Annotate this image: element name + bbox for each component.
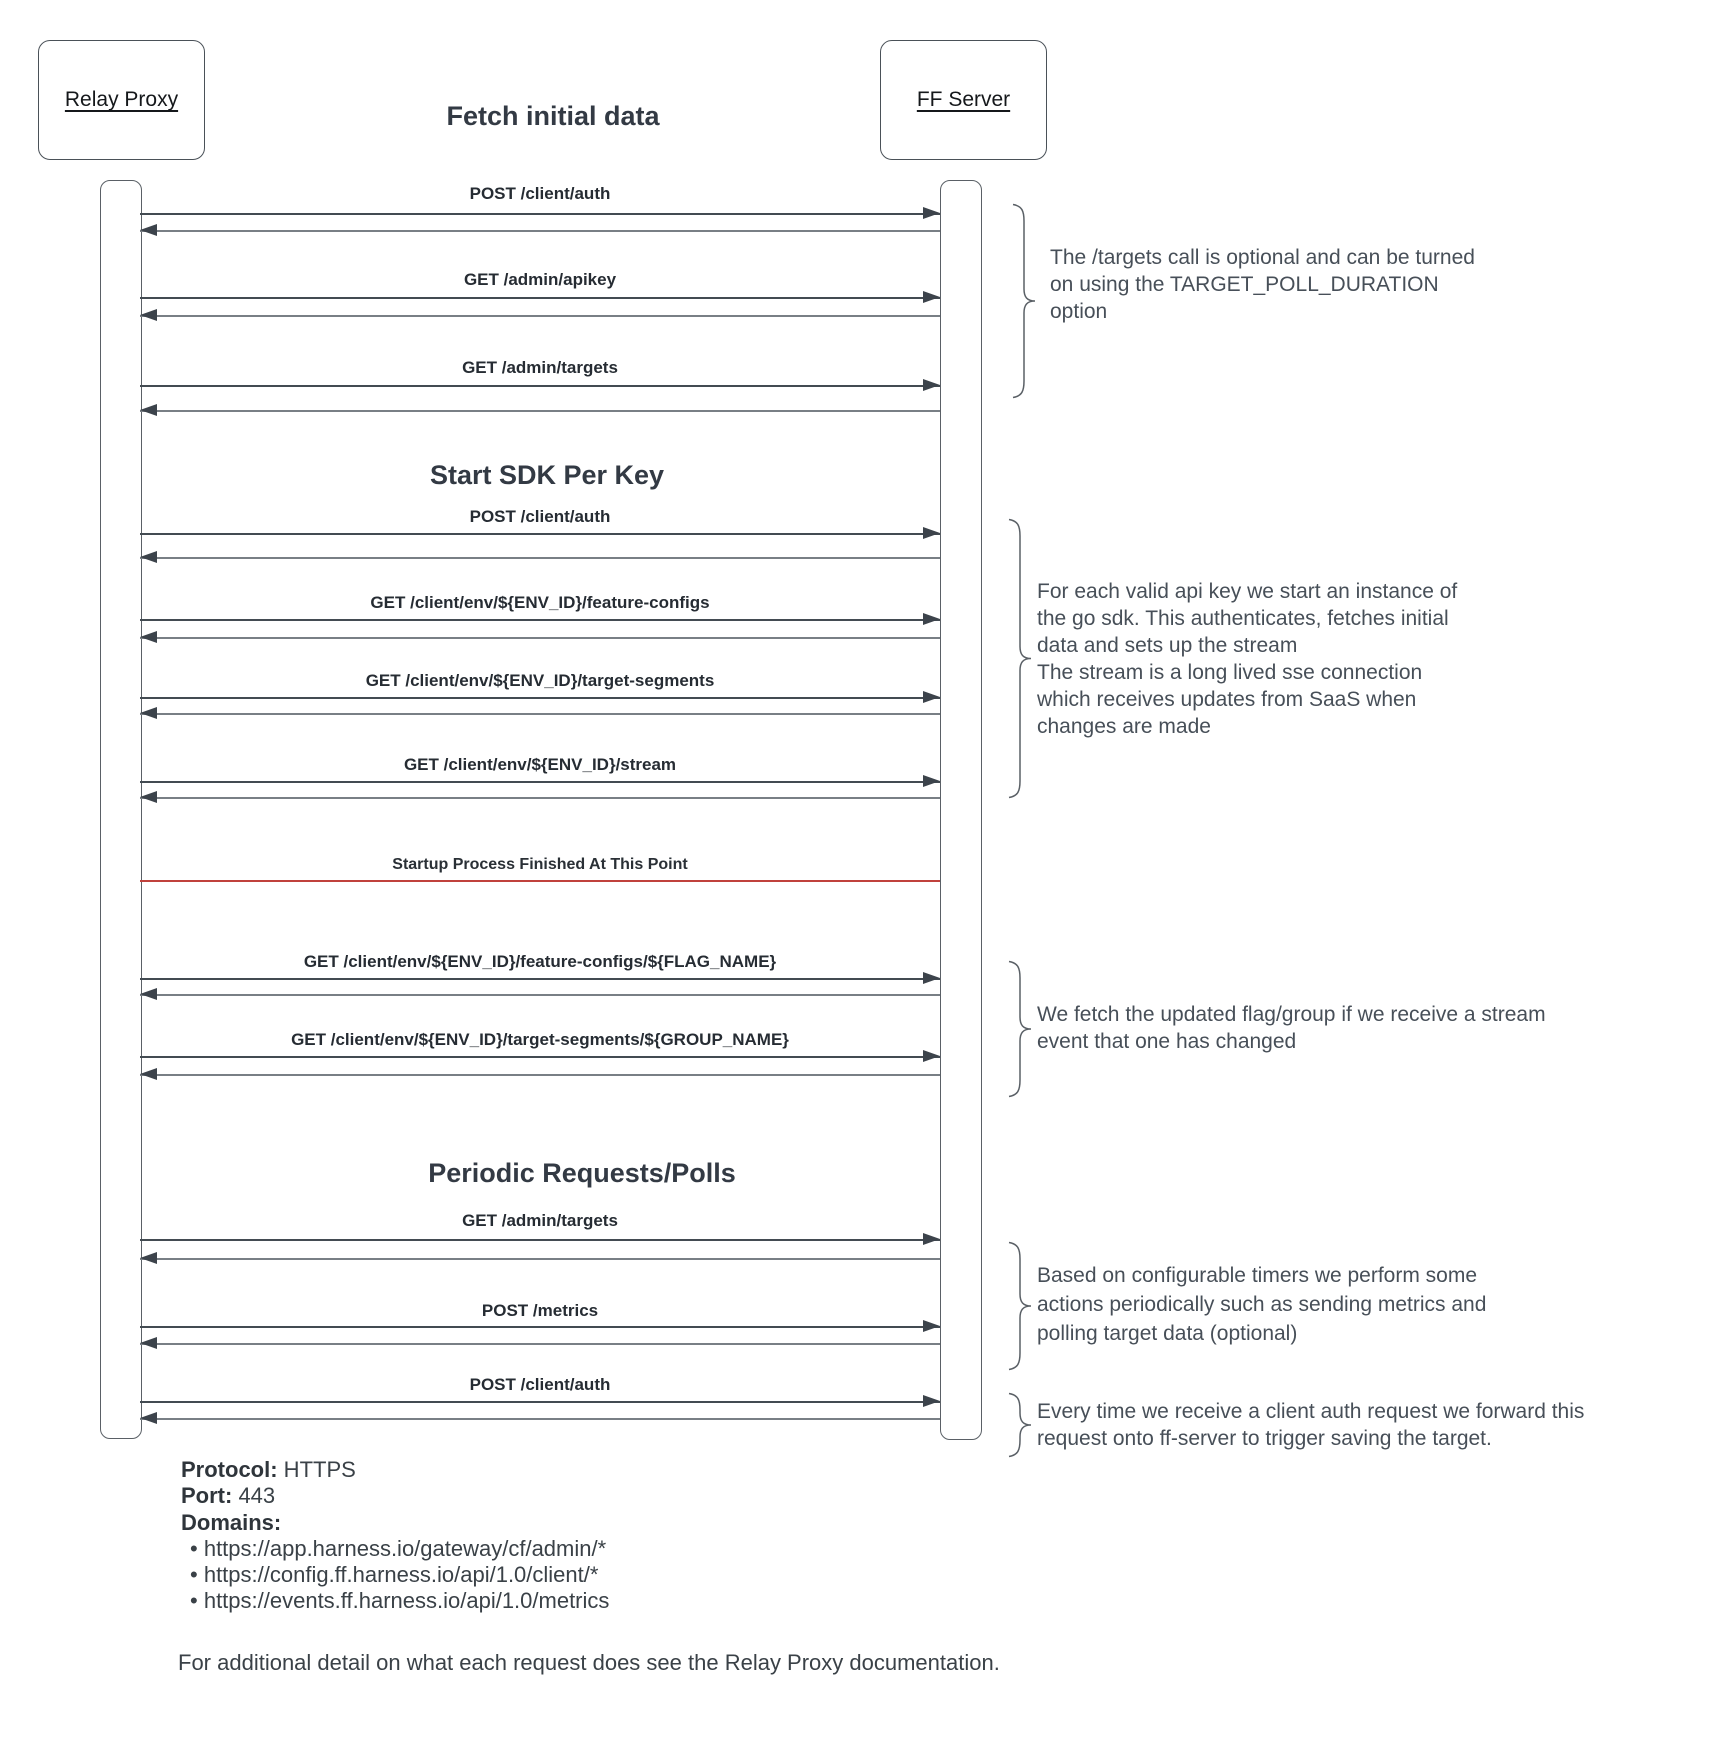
- message-label: GET /client/env/${ENV_ID}/feature-config…: [370, 593, 710, 612]
- section-title-fetch-initial-data: Fetch initial data: [446, 101, 660, 131]
- response-arrow: [140, 791, 940, 803]
- connection-info: Protocol: HTTPS Port: 443 Domains: https…: [181, 1457, 609, 1615]
- request-arrow: [140, 973, 940, 983]
- response-arrow: [140, 404, 940, 416]
- request-arrow: [140, 1051, 940, 1061]
- message-label: POST /metrics: [481, 1301, 599, 1320]
- annotation-targets-optional: The /targets call is optional and can be…: [1050, 246, 1475, 323]
- domain-item: https://config.ff.harness.io/api/1.0/cli…: [181, 1562, 609, 1588]
- annotation-configurable-timers: Based on configurable timers we perform …: [1037, 1264, 1487, 1345]
- response-arrow: [140, 707, 940, 719]
- request-arrow: [140, 1396, 940, 1406]
- response-arrow: [140, 224, 940, 236]
- port-value: 443: [232, 1483, 276, 1509]
- domain-item: https://app.harness.io/gateway/cf/admin/…: [181, 1536, 609, 1562]
- message-label: GET /admin/apikey: [463, 270, 617, 289]
- request-arrow: [140, 380, 940, 390]
- protocol-label: Protocol:: [181, 1457, 278, 1482]
- message-label: GET /client/env/${ENV_ID}/stream: [403, 755, 677, 774]
- message-label: GET /client/env/${ENV_ID}/target-segment…: [365, 671, 715, 690]
- protocol-value: HTTPS: [277, 1457, 356, 1482]
- actor-label-relay-proxy: Relay Proxy: [64, 88, 179, 111]
- message-label: POST /client/auth: [469, 1375, 611, 1394]
- message-label: POST /client/auth: [469, 184, 611, 203]
- request-arrow: [140, 528, 940, 538]
- startup-finished-line: [140, 880, 940, 882]
- request-arrow: [140, 292, 940, 302]
- brace-icon: [1006, 1392, 1032, 1463]
- domain-item: https://events.ff.harness.io/api/1.0/met…: [181, 1588, 610, 1614]
- actor-box-ff-server: FF Server: [880, 40, 1047, 160]
- brace-icon: [1006, 960, 1032, 1103]
- port-label: Port:: [181, 1483, 233, 1509]
- request-arrow: [140, 1234, 940, 1244]
- request-arrow: [140, 692, 940, 702]
- request-arrow: [140, 208, 940, 218]
- message-label: GET /client/env/${ENV_ID}/target-segment…: [291, 1030, 789, 1049]
- brace-icon: [1006, 1241, 1032, 1376]
- message-label: GET /admin/targets: [462, 1211, 618, 1230]
- section-title-periodic-requests: Periodic Requests/Polls: [428, 1158, 736, 1188]
- message-label: GET /admin/targets: [462, 358, 618, 377]
- port-line: Port: 443: [181, 1483, 609, 1509]
- annotation-sdk-per-key: For each valid api key we start an insta…: [1037, 580, 1458, 738]
- response-arrow: [140, 1412, 940, 1424]
- brace-icon: [1010, 203, 1036, 404]
- response-arrow: [140, 1337, 940, 1349]
- response-arrow: [140, 1068, 940, 1080]
- message-label: POST /client/auth: [469, 507, 611, 526]
- response-arrow: [140, 988, 940, 1000]
- annotation-fetch-updated-flag: We fetch the updated flag/group if we re…: [1037, 1003, 1546, 1053]
- brace-icon: [1006, 518, 1032, 804]
- actor-box-relay-proxy: Relay Proxy: [38, 40, 205, 160]
- startup-finished-label: Startup Process Finished At This Point: [392, 856, 688, 873]
- message-label: GET /client/env/${ENV_ID}/feature-config…: [303, 952, 777, 971]
- footer-note: For additional detail on what each reque…: [178, 1650, 1000, 1675]
- response-arrow: [140, 551, 940, 563]
- protocol-line: Protocol: HTTPS: [181, 1457, 609, 1483]
- response-arrow: [140, 309, 940, 321]
- request-arrow: [140, 776, 940, 786]
- domains-label: Domains:: [181, 1509, 282, 1535]
- actor-label-ff-server: FF Server: [916, 88, 1011, 111]
- response-arrow: [140, 1252, 940, 1264]
- ff-server-lifeline: [940, 180, 982, 1440]
- request-arrow: [140, 1321, 940, 1331]
- annotation-client-auth-forward: Every time we receive a client auth requ…: [1037, 1400, 1585, 1450]
- response-arrow: [140, 631, 940, 643]
- relay-proxy-lifeline: [100, 180, 142, 1439]
- request-arrow: [140, 614, 940, 624]
- section-title-start-sdk-per-key: Start SDK Per Key: [429, 460, 665, 490]
